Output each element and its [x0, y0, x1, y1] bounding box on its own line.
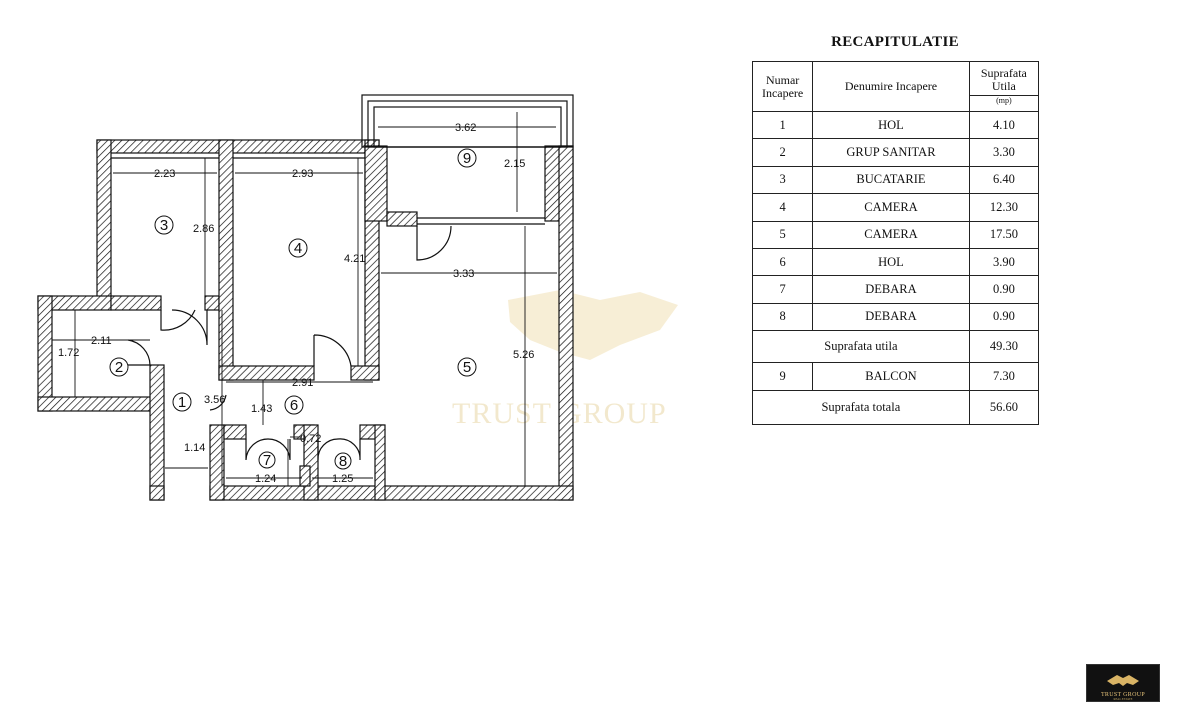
total-area-value: 56.60 [968, 389, 1040, 425]
dim-label: 3.56 [204, 394, 225, 406]
logo-subtext: REAL ESTATE [1113, 697, 1133, 701]
dim-label: 2.86 [193, 223, 214, 235]
header-room-name: Denumire Incapere [812, 61, 970, 112]
header-room-number: Numar Incapere [751, 61, 814, 112]
cell-area: 7.30 [968, 362, 1040, 391]
brand-logo: TRUST GROUP REAL ESTATE [1086, 664, 1160, 702]
dim-label: 1.25 [332, 473, 353, 485]
handshake-icon [1107, 675, 1139, 686]
cell-area: 3.30 [968, 138, 1040, 167]
cell-name: HOL [812, 247, 970, 277]
cell-nr: 7 [751, 275, 814, 304]
cell-name: BALCON [812, 362, 970, 391]
door-swings [127, 225, 452, 461]
balcony-row: 9 BALCON 7.30 [751, 362, 1040, 391]
table-row: 8 DEBARA 0.90 [751, 302, 1040, 332]
cell-nr: 3 [751, 165, 814, 195]
header-area-unit: (mp) [969, 95, 1038, 106]
cell-name: DEBARA [812, 302, 970, 332]
cell-name: CAMERA [812, 220, 970, 249]
cell-area: 0.90 [968, 302, 1040, 332]
cell-area: 3.90 [968, 247, 1040, 277]
dim-label: 3.33 [453, 268, 474, 280]
cell-area: 4.10 [968, 110, 1040, 140]
room-numbers: 1 2 3 4 5 6 7 8 9 [115, 150, 471, 470]
table-row: 1 HOL 4.10 [751, 110, 1040, 140]
dimension-lines [52, 112, 557, 486]
room-number: 9 [463, 150, 471, 167]
useful-area-label: Suprafata utila [752, 330, 970, 364]
dimension-labels: 3.62 2.15 2.23 2.93 2.86 4.21 3.33 2.11 … [58, 122, 534, 485]
cell-area: 12.30 [968, 193, 1040, 222]
logo-text: TRUST GROUP [1100, 692, 1146, 698]
dim-label: 0.72 [300, 433, 321, 445]
room-number: 1 [178, 394, 186, 411]
room-number: 3 [160, 217, 168, 234]
balcony-outline [111, 94, 574, 225]
cell-nr: 9 [751, 362, 814, 391]
cell-nr: 6 [751, 247, 814, 277]
header-area: Suprafata Utila (mp) [968, 61, 1040, 112]
cell-name: BUCATARIE [812, 165, 970, 195]
recap-header-row: Numar Incapere Denumire Incapere Suprafa… [751, 61, 1040, 112]
dim-label: 2.91 [292, 377, 313, 389]
dim-label: 4.21 [344, 253, 365, 265]
cell-nr: 5 [751, 220, 814, 249]
cell-area: 6.40 [968, 165, 1040, 195]
cell-area: 17.50 [968, 220, 1040, 249]
walls [37, 139, 574, 501]
dim-label: 3.62 [455, 122, 476, 134]
table-row: 2 GRUP SANITAR 3.30 [751, 138, 1040, 167]
room-number: 8 [339, 453, 347, 470]
cell-name: CAMERA [812, 193, 970, 222]
dim-label: 2.93 [292, 168, 313, 180]
cell-area: 0.90 [968, 275, 1040, 304]
cell-name: GRUP SANITAR [812, 138, 970, 167]
dim-label: 2.15 [504, 158, 525, 170]
room-number: 7 [263, 452, 271, 469]
table-row: 6 HOL 3.90 [751, 247, 1040, 277]
useful-area-value: 49.30 [968, 330, 1040, 364]
total-area-label: Suprafata totala [752, 389, 970, 425]
cell-nr: 4 [751, 193, 814, 222]
room-number: 2 [115, 359, 123, 376]
dim-label: 1.43 [251, 403, 272, 415]
floor-plan: TRUST GROUP [37, 94, 678, 501]
room-number: 6 [290, 397, 298, 414]
room-number: 4 [294, 240, 302, 257]
total-area-row: Suprafata totala 56.60 [752, 389, 1040, 425]
header-area-label: Suprafata Utila [980, 66, 1027, 93]
recap-table: Numar Incapere Denumire Incapere Suprafa… [751, 61, 1040, 425]
cell-name: DEBARA [812, 275, 970, 304]
dim-label: 2.11 [91, 335, 112, 347]
cell-nr: 1 [751, 110, 814, 140]
recap-title: RECAPITULATIE [831, 34, 959, 50]
cell-nr: 2 [751, 138, 814, 167]
dim-label: 1.72 [58, 347, 79, 359]
dim-label: 1.24 [255, 473, 276, 485]
dim-label: 2.23 [154, 168, 175, 180]
room-number: 5 [463, 359, 471, 376]
room-markers [109, 148, 477, 470]
useful-area-row: Suprafata utila 49.30 [752, 330, 1040, 364]
cell-name: HOL [812, 110, 970, 140]
table-row: 5 CAMERA 17.50 [751, 220, 1040, 249]
cell-nr: 8 [751, 302, 814, 332]
table-row: 7 DEBARA 0.90 [751, 275, 1040, 304]
table-row: 3 BUCATARIE 6.40 [751, 165, 1040, 195]
dim-label: 5.26 [513, 349, 534, 361]
table-row: 4 CAMERA 12.30 [751, 193, 1040, 222]
dim-label: 1.14 [184, 442, 205, 454]
